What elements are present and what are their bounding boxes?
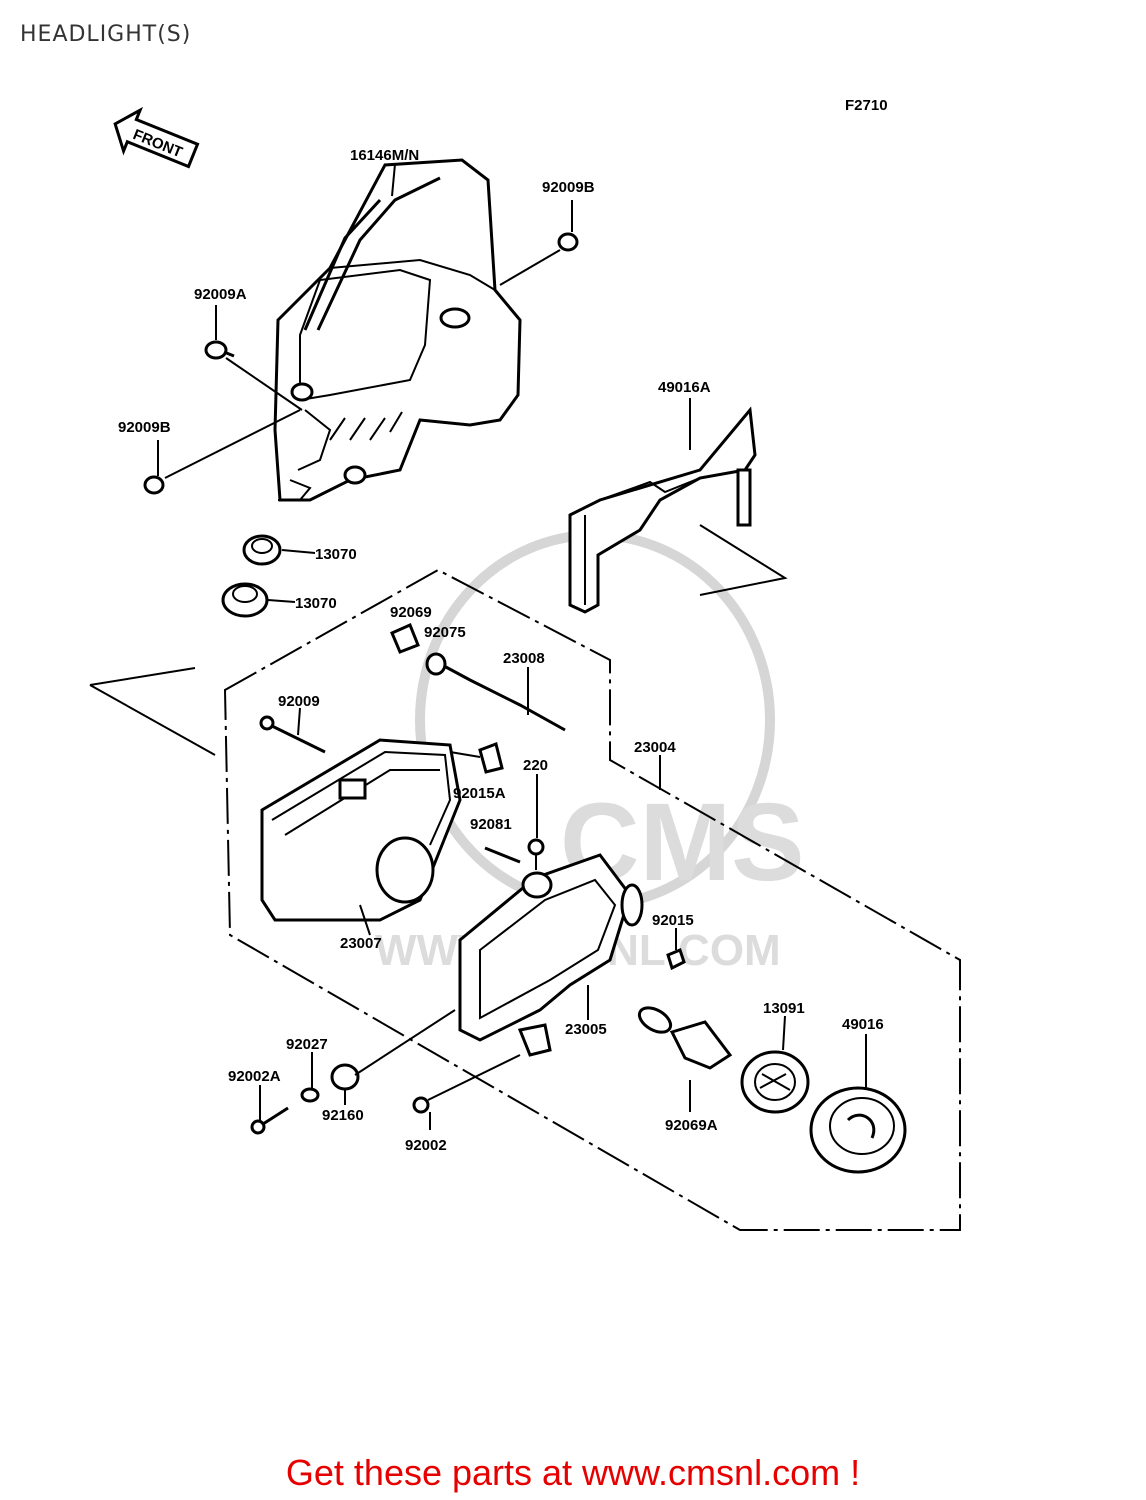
adjuster-92081 xyxy=(484,846,521,864)
label-92009a: 92009A xyxy=(194,286,247,303)
screw-92009b-upper xyxy=(557,232,579,252)
label-13070-lower: 13070 xyxy=(295,595,337,612)
damper-92160 xyxy=(330,1063,360,1091)
headlight-exploded-diagram: CMS WWW.CMSNL.COM F2710 FRONT xyxy=(89,97,961,1231)
screw-92002a xyxy=(250,1106,289,1135)
screw-220 xyxy=(527,838,545,870)
clip-92015a xyxy=(478,742,504,774)
bracket-49016a-part xyxy=(568,406,757,614)
label-92069a: 92069A xyxy=(665,1117,718,1134)
label-92160: 92160 xyxy=(322,1107,364,1124)
label-92009: 92009 xyxy=(278,693,320,710)
label-92081: 92081 xyxy=(470,816,512,833)
label-49016: 49016 xyxy=(842,1016,884,1033)
socket-13091-part xyxy=(740,1050,810,1114)
leader-lines xyxy=(89,163,867,1130)
label-92075: 92075 xyxy=(424,624,466,641)
get-parts-link[interactable]: Get these parts at www.cmsnl.com ! xyxy=(285,1452,861,1493)
label-13070-upper: 13070 xyxy=(315,546,357,563)
collar-92027 xyxy=(300,1087,320,1103)
label-92009b-upper: 92009B xyxy=(542,179,595,196)
label-92069: 92069 xyxy=(390,604,432,621)
label-13091: 13091 xyxy=(763,1000,805,1017)
screw-92009b-lower xyxy=(143,475,165,495)
label-92015: 92015 xyxy=(652,912,694,929)
label-92002a: 92002A xyxy=(228,1068,281,1085)
screw-92009 xyxy=(259,715,326,754)
nut-92015 xyxy=(666,947,686,971)
screw-92002 xyxy=(412,1096,430,1114)
clip-92069 xyxy=(390,622,420,654)
label-49016a: 49016A xyxy=(658,379,711,396)
label-23007: 23007 xyxy=(340,935,382,952)
grommet-13070-upper xyxy=(242,534,282,566)
front-arrow-icon: FRONT xyxy=(113,106,200,169)
label-220: 220 xyxy=(523,757,548,774)
bulb-92069a-part xyxy=(637,1006,733,1070)
label-16146mn: 16146M/N xyxy=(350,147,419,164)
grommet-13070-lower xyxy=(221,582,269,618)
label-92009b-lower: 92009B xyxy=(118,419,171,436)
fairing-part xyxy=(273,158,522,502)
part-labels: 16146M/N 92009B 92009A 92009B 49016A 130… xyxy=(118,147,884,1154)
assembly-outline xyxy=(223,568,961,1231)
label-23004: 23004 xyxy=(634,739,676,756)
label-92002: 92002 xyxy=(405,1137,447,1154)
screw-92009a xyxy=(204,340,235,360)
label-23008: 23008 xyxy=(503,650,545,667)
page-title: HEADLIGHT(S) xyxy=(20,22,192,47)
cover-49016-part xyxy=(809,1086,907,1174)
mounting-ring-part xyxy=(458,853,644,1057)
headlight-unit-part xyxy=(260,738,462,922)
label-92027: 92027 xyxy=(286,1036,328,1053)
bulb-socket-92075 xyxy=(425,652,566,732)
label-92015a: 92015A xyxy=(453,785,506,802)
figure-code: F2710 xyxy=(845,97,888,114)
label-23005: 23005 xyxy=(565,1021,607,1038)
